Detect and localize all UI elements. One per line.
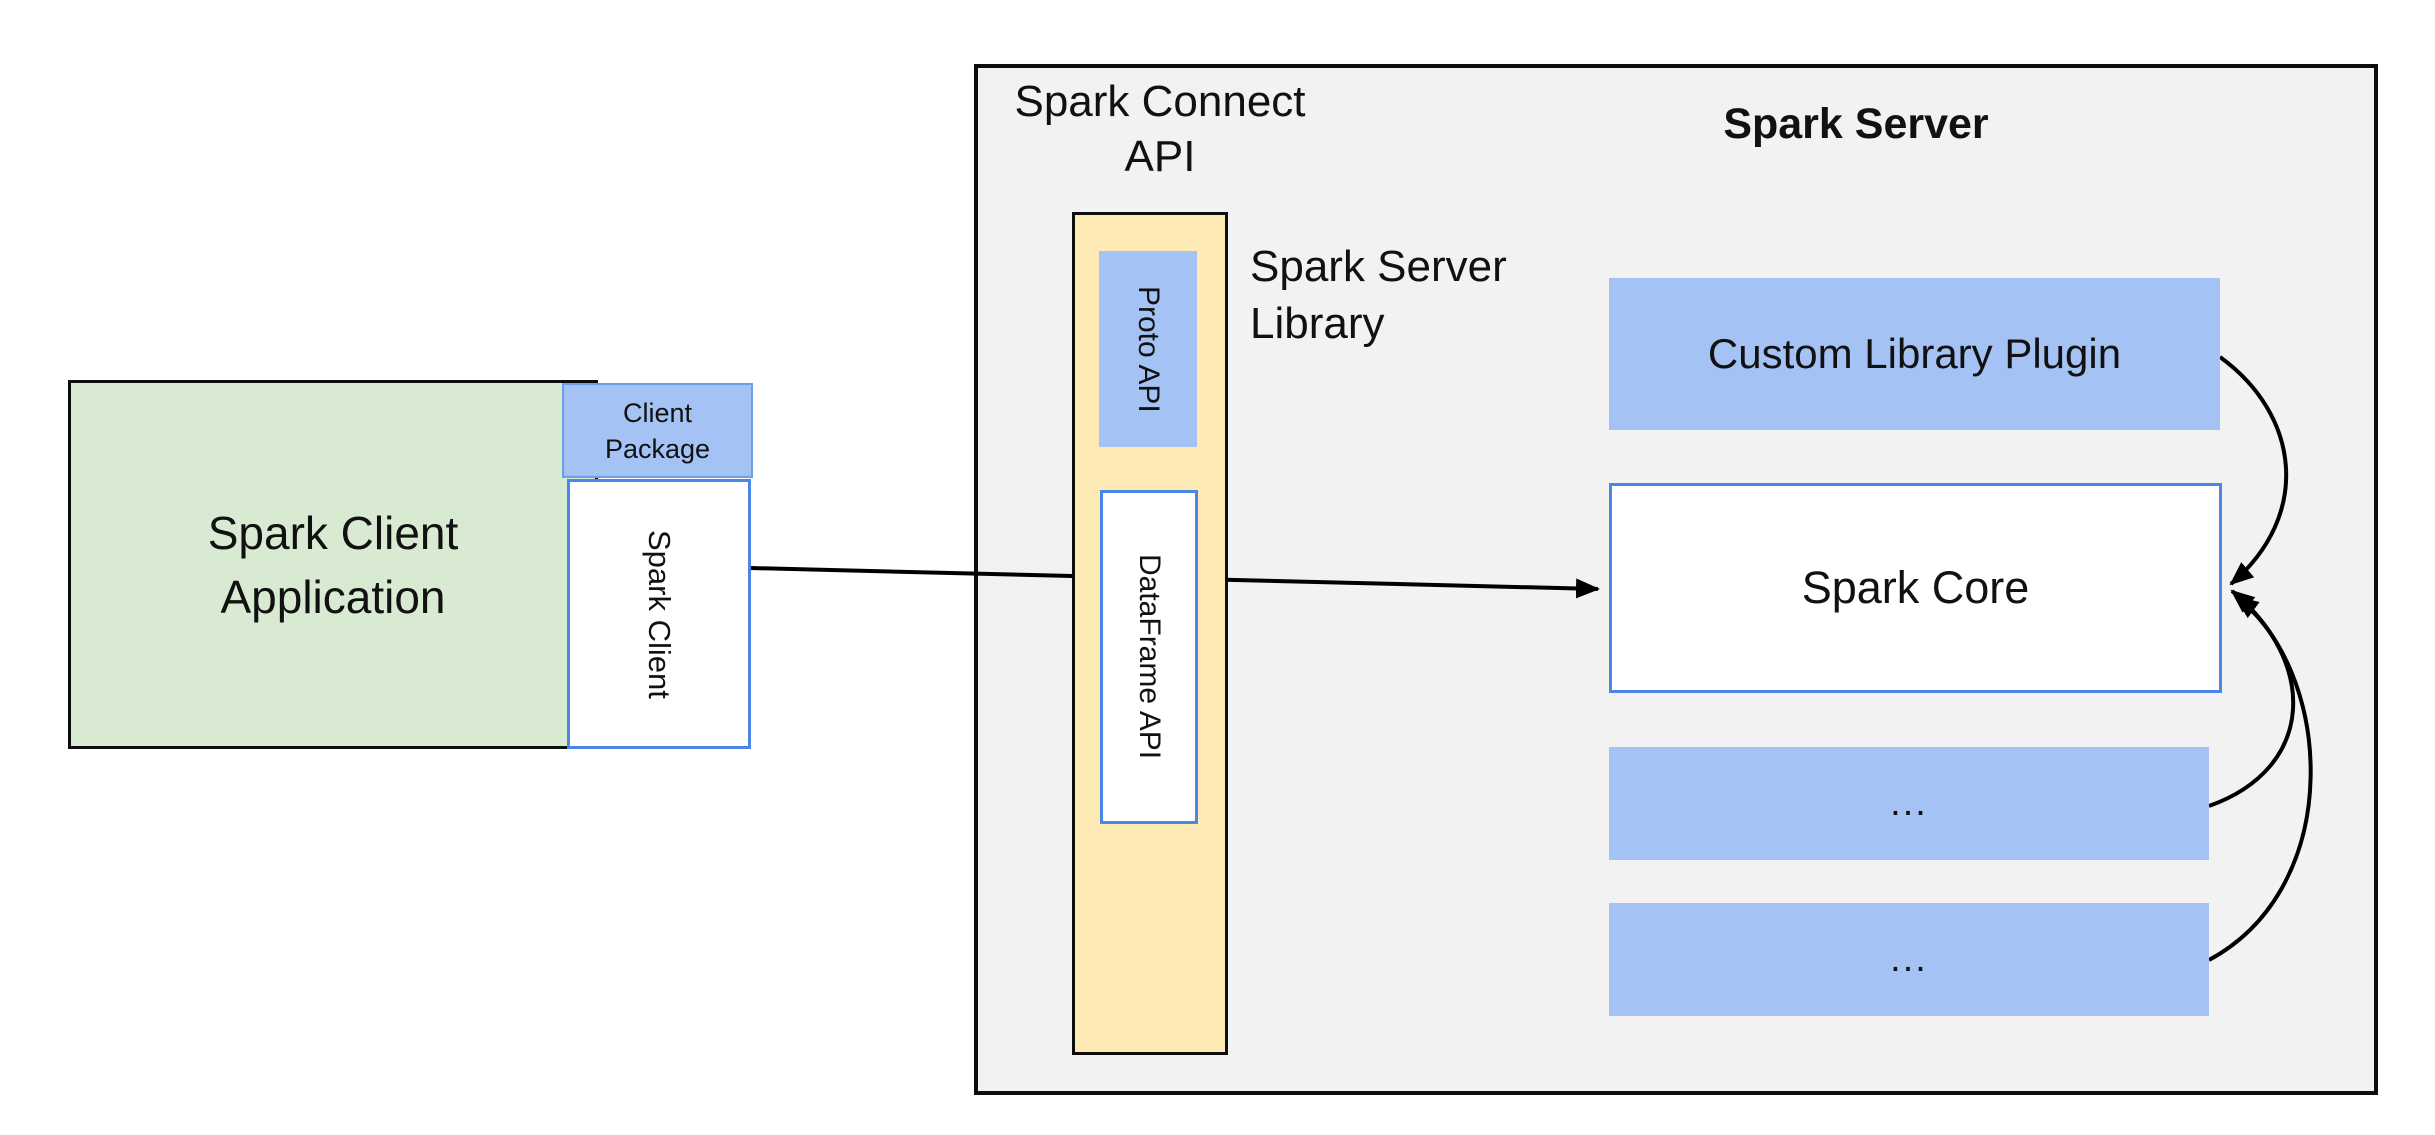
dataframe-api-box: DataFrame API xyxy=(1100,490,1198,824)
dataframe-api-label: DataFrame API xyxy=(1133,554,1166,760)
custom-library-plugin-box: Custom Library Plugin xyxy=(1609,278,2220,430)
spark-client-application-box: Spark Client Application xyxy=(68,380,598,749)
spark-server-library-label-line1: Spark Server xyxy=(1250,242,1507,291)
client-package-label-line2: Package xyxy=(604,433,711,464)
other-library-box-2: ... xyxy=(1609,903,2209,1016)
other-library-box-2-label: ... xyxy=(1890,938,1928,980)
client-package-box: Client Package xyxy=(562,383,753,478)
spark-client-application-label-line1: Spark Client xyxy=(207,506,459,559)
client-package-label-line1: Client xyxy=(622,397,693,428)
spark-connect-api-title: Spark Connect API xyxy=(1010,74,1310,184)
other-library-box-1: ... xyxy=(1609,747,2209,860)
spark-server-title: Spark Server xyxy=(1723,100,1989,148)
spark-connect-api-title-line1: Spark Connect xyxy=(1014,77,1306,126)
spark-client-label: Spark Client xyxy=(642,529,677,699)
proto-api-box: Proto API xyxy=(1099,251,1197,447)
spark-client-box: Spark Client xyxy=(567,479,751,749)
custom-library-plugin-label: Custom Library Plugin xyxy=(1707,330,2122,377)
other-library-box-1-label: ... xyxy=(1890,782,1928,824)
spark-core-label: Spark Core xyxy=(1801,562,2030,613)
spark-server-library-label: Spark Server Library xyxy=(1250,238,1670,352)
spark-client-application-label-line2: Application xyxy=(220,570,446,623)
proto-api-label: Proto API xyxy=(1132,285,1165,413)
spark-core-box: Spark Core xyxy=(1609,483,2222,693)
spark-connect-api-title-line2: API xyxy=(1124,132,1196,181)
spark-server-library-label-line2: Library xyxy=(1250,299,1385,348)
